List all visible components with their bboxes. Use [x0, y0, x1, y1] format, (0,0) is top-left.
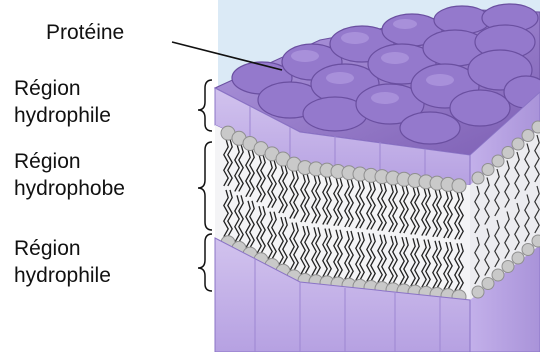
protein-pointer-line	[172, 42, 282, 70]
lipid-head	[482, 278, 494, 290]
middle-region-label-line1: Région	[14, 148, 81, 175]
lipid-head	[512, 138, 524, 150]
lipid-head	[492, 155, 504, 167]
lipid-head	[502, 261, 514, 273]
lipid-head	[502, 147, 514, 159]
protein-label: Protéine	[46, 19, 124, 46]
lipid-head	[472, 286, 484, 298]
brace-bottom	[198, 234, 212, 291]
bottom-region-label-line2: hydrophile	[14, 262, 111, 289]
lipid-head	[492, 269, 504, 281]
middle-region-label-line2: hydrophobe	[14, 175, 125, 202]
top-region-label-line2: hydrophile	[14, 102, 111, 129]
lipid-head	[522, 244, 534, 256]
lipid-head	[452, 179, 466, 193]
lipid-head	[522, 130, 534, 142]
lipid-head	[532, 235, 540, 247]
lipid-head	[482, 164, 494, 176]
lipid-head	[532, 121, 540, 133]
lipid-head	[472, 172, 484, 184]
brace-middle	[198, 142, 212, 230]
top-region-label-line1: Région	[14, 75, 81, 102]
bottom-region-label-line1: Région	[14, 235, 81, 262]
lipid-head	[512, 252, 524, 264]
brace-top	[198, 80, 212, 131]
